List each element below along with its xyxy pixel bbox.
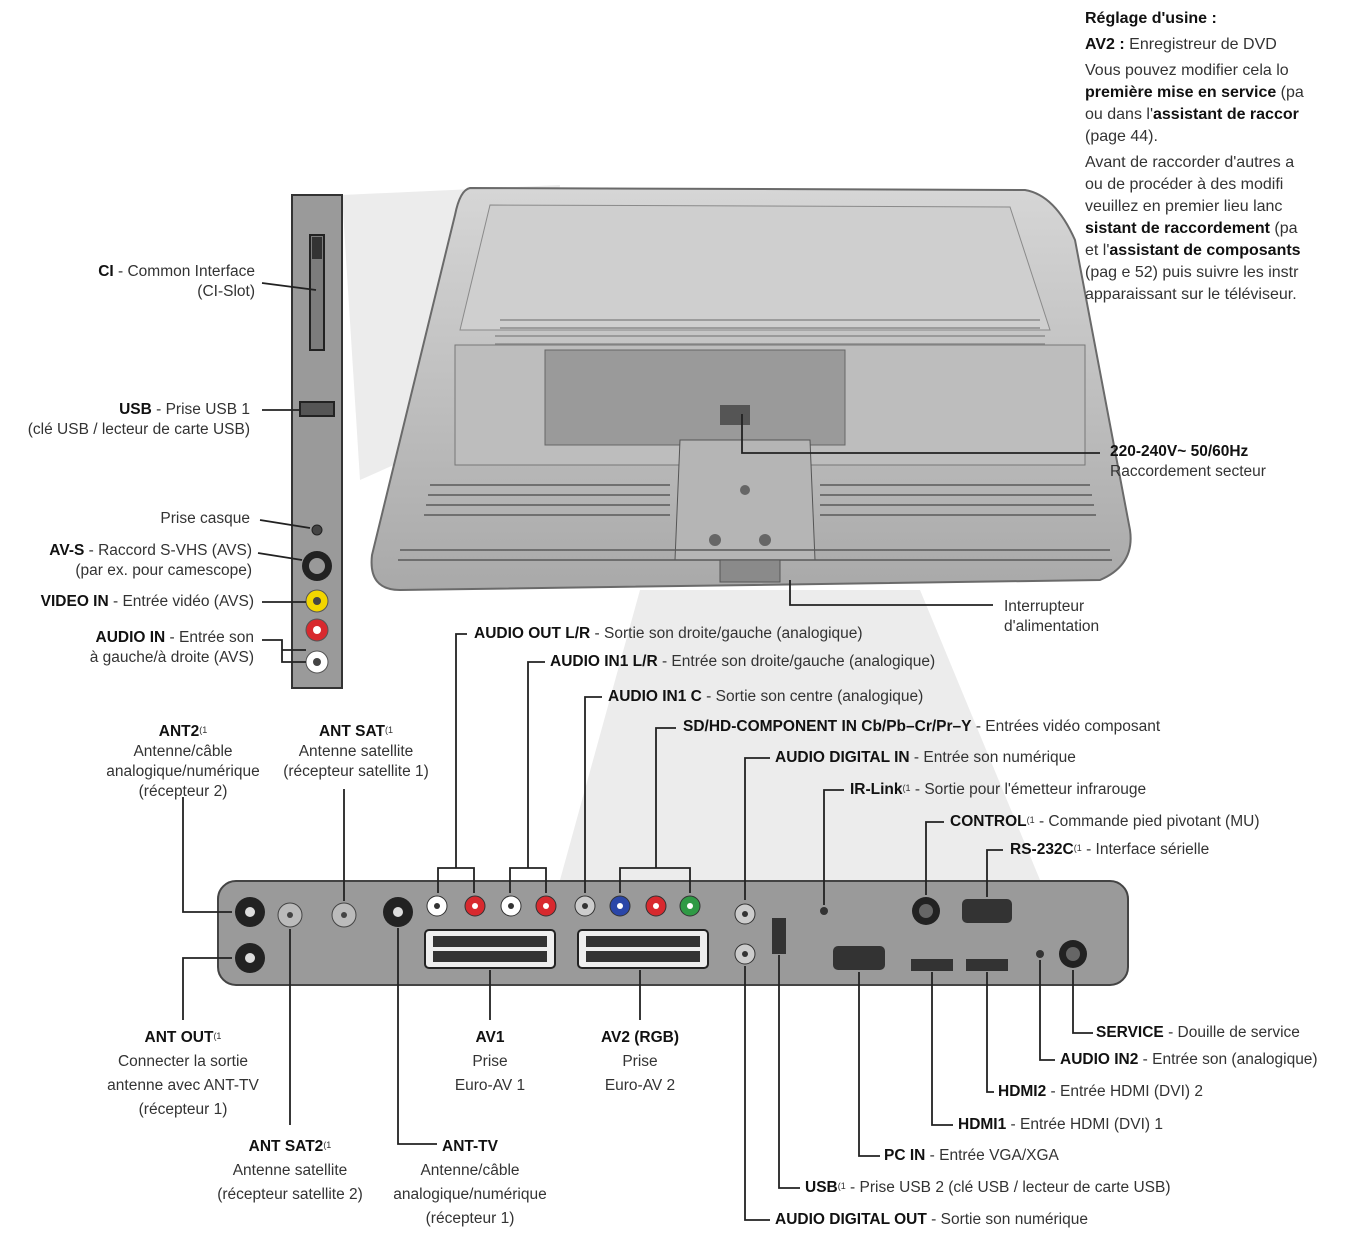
info-av2-text: Enregistreur de DVD — [1129, 36, 1277, 53]
label-irlink: IR-Link(1 - Sortie pour l'émetteur infra… — [850, 781, 1147, 798]
leader-lines — [182, 282, 1100, 1221]
label-digital-out: AUDIO DIGITAL OUT - Sortie son numérique — [775, 1211, 1088, 1228]
label-audio-in2: AUDIO IN2 - Entrée son (analogique) — [1060, 1051, 1318, 1068]
info-p1-l4: (page 44). — [1085, 128, 1158, 145]
label-avs: AV-S - Raccord S-VHS (AVS)(par ex. pour … — [49, 542, 252, 579]
swoosh-bottom — [560, 590, 1040, 880]
label-digital-in: AUDIO DIGITAL IN - Entrée son numérique — [775, 749, 1076, 766]
info-p2-l7: apparaissant sur le téléviseur. — [1085, 286, 1297, 303]
info-p1-l1: Vous pouvez modifier cela lo — [1085, 62, 1289, 79]
label-usb1: USB - Prise USB 1(clé USB / lecteur de c… — [27, 401, 250, 438]
info-p2-l4b: (pa — [1269, 220, 1298, 237]
label-control: CONTROL(1 - Commande pied pivotant (MU) — [950, 813, 1260, 830]
tv-back — [370, 186, 1132, 592]
bottom-panel — [217, 880, 1129, 986]
info-p1-l2a: première mise en service — [1085, 84, 1277, 101]
label-video-in: VIDEO IN - Entrée vidéo (AVS) — [40, 593, 254, 610]
info-p2-l5a: et l' — [1085, 242, 1110, 259]
info-heading: Réglage d'usine : — [1085, 10, 1217, 27]
label-hdmi2: HDMI2 - Entrée HDMI (DVI) 2 — [998, 1083, 1203, 1100]
factory-settings-info: Réglage d'usine : AV2 : Enregistreur de … — [1085, 8, 1345, 306]
info-p1-l3a: ou dans l' — [1085, 106, 1153, 123]
label-service: SERVICE - Douille de service — [1096, 1024, 1300, 1041]
label-hdmi1: HDMI1 - Entrée HDMI (DVI) 1 — [958, 1116, 1163, 1133]
info-p2-l2: ou de procéder à des modifi — [1085, 176, 1284, 193]
label-usb2: USB(1 - Prise USB 2 (clé USB / lecteur d… — [805, 1179, 1171, 1196]
label-headphone: Prise casque — [160, 510, 250, 527]
info-av2-label: AV2 : — [1085, 36, 1125, 53]
info-p2-l1: Avant de raccorder d'autres a — [1085, 154, 1295, 171]
label-component: SD/HD-COMPONENT IN Cb/Pb–Cr/Pr–Y - Entré… — [683, 718, 1161, 735]
info-p2-l3: veuillez en premier lieu lanc — [1085, 198, 1283, 215]
info-p2-l4a: sistant de raccordement — [1085, 220, 1270, 237]
label-rs232: RS-232C(1 - Interface sérielle — [1010, 841, 1210, 858]
label-pcin: PC IN - Entrée VGA/XGA — [884, 1147, 1059, 1164]
label-audio-in1: AUDIO IN1 L/R - Entrée son droite/gauche… — [550, 653, 936, 670]
label-audio-in1c: AUDIO IN1 C - Sortie son centre (analogi… — [608, 688, 924, 705]
info-p1-l2b: (pa — [1276, 84, 1304, 101]
side-panel — [291, 194, 343, 689]
label-ci: CI - Common Interface(CI-Slot) — [98, 263, 255, 300]
label-audio-out: AUDIO OUT L/R - Sortie son droite/gauche… — [474, 625, 863, 642]
info-p2-l5b: assistant de composants — [1109, 242, 1301, 259]
info-p2-l6: (pag e 52) puis suivre les instr — [1085, 264, 1299, 281]
info-p1-l3b: assistant de raccor — [1153, 106, 1299, 123]
